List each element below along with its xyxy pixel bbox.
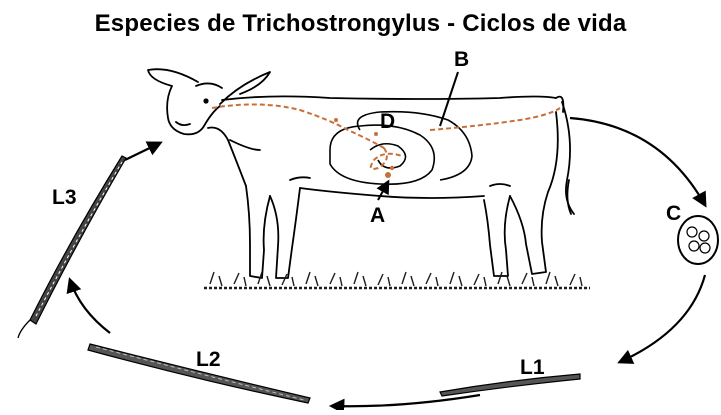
label-l1: L1 <box>520 356 545 380</box>
calf-drawing <box>148 69 574 278</box>
stomach-outline <box>330 112 472 185</box>
arrow-host-to-egg <box>570 118 705 205</box>
label-c: C <box>666 202 681 226</box>
arrow-l2-to-l3 <box>70 280 110 333</box>
label-pointers <box>378 72 458 200</box>
larva-l3-icon <box>18 156 126 338</box>
label-b: B <box>454 48 469 72</box>
egg-icon <box>678 216 718 264</box>
label-l3: L3 <box>52 186 77 210</box>
label-d: D <box>380 110 395 134</box>
page-title: Especies de Trichostrongylus - Ciclos de… <box>0 10 721 38</box>
label-a: A <box>370 204 385 228</box>
label-l2: L2 <box>196 348 221 372</box>
arrow-egg-to-l1 <box>620 275 705 362</box>
larva-l1-icon <box>440 374 580 396</box>
arrow-l3-to-host <box>125 143 160 160</box>
arrow-l1-to-l2 <box>332 395 480 406</box>
